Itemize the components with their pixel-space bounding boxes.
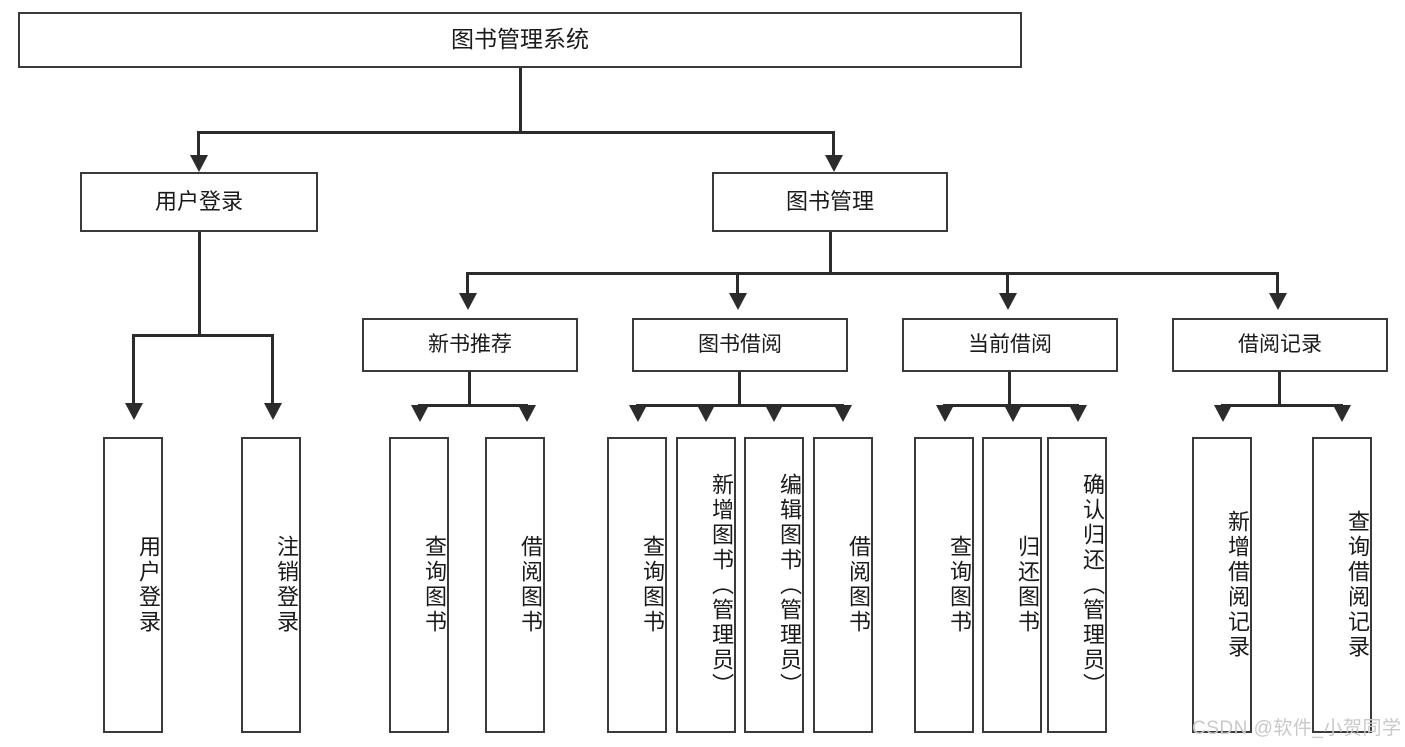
arrow-to-current-borrow — [999, 293, 1017, 310]
node-label: 用户登录 — [154, 189, 243, 215]
node-label: 注销登录 — [274, 535, 299, 635]
node-label: 编辑图书（管理员） — [777, 472, 802, 698]
leaf-bookborrow-edit-book-admin[interactable]: 编辑图书（管理员） — [744, 437, 804, 733]
leaf-currentborrow-return-book[interactable]: 归还图书 — [982, 437, 1042, 733]
csdn-watermark: CSDN @软件_小贺同学 — [1192, 718, 1402, 739]
leaf-bookborrow-add-book-admin[interactable]: 新增图书（管理员） — [676, 437, 736, 733]
connector-userlogin-bar — [132, 334, 274, 337]
leaf-bookborrow-query-book[interactable]: 查询图书 — [607, 437, 667, 733]
node-label: 借阅记录 — [1238, 332, 1322, 356]
node-root-system[interactable]: 图书管理系统 — [18, 12, 1022, 68]
node-label: 图书管理系统 — [451, 26, 589, 53]
node-label: 查询图书 — [422, 535, 447, 635]
leaf-borrowrecord-query-record[interactable]: 查询借阅记录 — [1312, 437, 1372, 733]
node-book-borrow[interactable]: 图书借阅 — [632, 318, 848, 372]
connector-borrowrecord-bar — [1221, 404, 1342, 407]
connector-root-stem — [519, 68, 522, 132]
node-label: 确认归还（管理员） — [1080, 472, 1105, 698]
arrow-bookborrow-leaf-2 — [697, 405, 715, 422]
leaf-newbook-query-book[interactable]: 查询图书 — [389, 437, 449, 733]
connector-root-bar — [197, 131, 835, 134]
leaf-user-login[interactable]: 用户登录 — [103, 437, 163, 733]
arrow-to-user-login — [190, 155, 208, 172]
node-user-login[interactable]: 用户登录 — [80, 172, 318, 232]
node-label: 图书借阅 — [698, 332, 782, 356]
arrow-bookborrow-leaf-4 — [834, 405, 852, 422]
arrow-borrowrecord-leaf-1 — [1214, 405, 1232, 422]
arrow-newbook-leaf-2 — [518, 405, 536, 422]
leaf-borrowrecord-add-record[interactable]: 新增借阅记录 — [1192, 437, 1252, 733]
node-label: 借阅图书 — [846, 535, 871, 635]
arrow-currentborrow-leaf-1 — [936, 405, 954, 422]
node-label: 新书推荐 — [428, 332, 512, 356]
leaf-currentborrow-query-book[interactable]: 查询图书 — [914, 437, 974, 733]
leaf-newbook-borrow-book[interactable]: 借阅图书 — [485, 437, 545, 733]
arrow-to-new-book-recommend — [459, 293, 477, 310]
arrow-borrowrecord-leaf-2 — [1333, 405, 1351, 422]
arrow-to-book-borrow — [729, 293, 747, 310]
connector-bookmanage-drop-1 — [466, 272, 469, 296]
node-current-borrow[interactable]: 当前借阅 — [902, 318, 1118, 372]
arrow-to-book-manage — [825, 155, 843, 172]
arrow-to-user-login-leaf — [125, 403, 143, 420]
arrow-bookborrow-leaf-1 — [629, 405, 647, 422]
connector-bookmanage-drop-2 — [736, 272, 739, 296]
node-book-manage[interactable]: 图书管理 — [712, 172, 948, 232]
node-new-book-recommend[interactable]: 新书推荐 — [362, 318, 578, 372]
node-label: 新增借阅记录 — [1225, 510, 1250, 660]
leaf-bookborrow-borrow-book[interactable]: 借阅图书 — [813, 437, 873, 733]
arrow-currentborrow-leaf-3 — [1069, 405, 1087, 422]
connector-userlogin-left-drop — [132, 334, 135, 406]
connector-bookborrow-stem — [738, 372, 741, 406]
node-label: 用户登录 — [136, 535, 161, 635]
connector-borrowrecord-stem — [1278, 372, 1281, 406]
leaf-logout[interactable]: 注销登录 — [241, 437, 301, 733]
connector-root-right-drop — [832, 131, 835, 159]
connector-newbook-stem — [468, 372, 471, 406]
arrow-to-logout-leaf — [264, 403, 282, 420]
arrow-to-borrow-record — [1269, 293, 1287, 310]
node-label: 查询图书 — [640, 535, 665, 635]
connector-root-left-drop — [197, 131, 200, 159]
node-label: 借阅图书 — [518, 535, 543, 635]
node-label: 查询图书 — [947, 535, 972, 635]
node-label: 当前借阅 — [968, 332, 1052, 356]
connector-newbook-bar — [418, 404, 528, 407]
connector-bookmanage-bar — [466, 272, 1278, 275]
connector-bookmanage-drop-3 — [1006, 272, 1009, 296]
arrow-bookborrow-leaf-3 — [765, 405, 783, 422]
connector-currentborrow-stem — [1008, 372, 1011, 406]
connector-bookmanage-stem — [829, 232, 832, 274]
connector-bookmanage-drop-4 — [1276, 272, 1279, 296]
node-borrow-record[interactable]: 借阅记录 — [1172, 318, 1388, 372]
node-label: 查询借阅记录 — [1345, 510, 1370, 660]
arrow-newbook-leaf-1 — [411, 405, 429, 422]
connector-userlogin-stem — [198, 232, 201, 336]
node-label: 归还图书 — [1015, 535, 1040, 635]
connector-bookborrow-bar — [636, 404, 844, 407]
leaf-currentborrow-confirm-return-admin[interactable]: 确认归还（管理员） — [1047, 437, 1107, 733]
node-label: 图书管理 — [785, 189, 874, 215]
connector-userlogin-right-drop — [271, 334, 274, 406]
node-label: 新增图书（管理员） — [709, 472, 734, 698]
arrow-currentborrow-leaf-2 — [1004, 405, 1022, 422]
